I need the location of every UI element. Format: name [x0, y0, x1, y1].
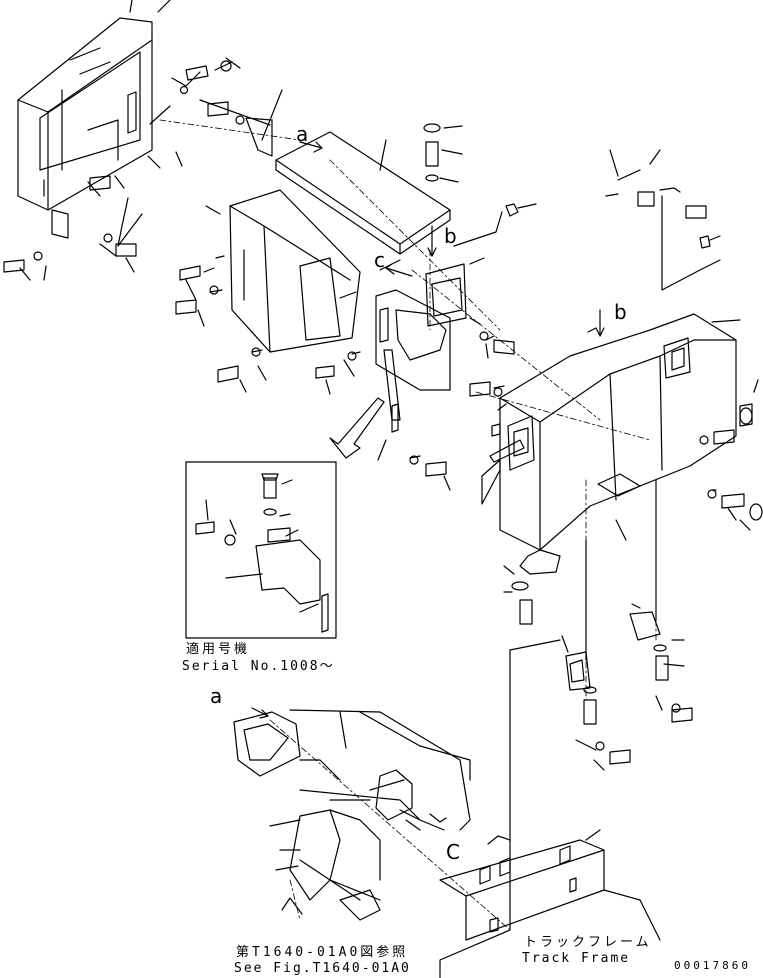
right-large-cover [499, 313, 741, 575]
inset-detail-box [185, 461, 337, 639]
ref-letter-b-upper: b [444, 224, 457, 248]
upper-left-leaders [19, 0, 271, 281]
bolts-upper-left [3, 60, 245, 273]
inset-serial-note: Serial No.1008～ [182, 659, 335, 674]
lower-right-brackets [503, 479, 693, 771]
upper-left-cover [17, 17, 153, 239]
ref-letter-b-right: b [614, 300, 627, 324]
ref-letter-c-upper: c [374, 248, 385, 272]
bracket-b [425, 257, 515, 359]
lower-frame-assembly [233, 709, 471, 921]
track-frame-label-en: Track Frame [522, 951, 631, 966]
bracket-c [375, 289, 451, 491]
direction-arrows [251, 141, 605, 719]
bolts-right [469, 149, 763, 531]
drawing-number: 00017860 [674, 959, 751, 972]
bolts-center-left [175, 265, 361, 395]
track-frame [439, 639, 661, 978]
ref-letter-a-upper: a [296, 122, 309, 146]
top-plate [245, 89, 451, 255]
center-lines [159, 119, 657, 931]
center-cover [205, 189, 401, 353]
bolts-top-center [423, 123, 537, 247]
see-figure-note-en: See Fig.T1640-01A0 [234, 961, 411, 976]
ref-letter-a-lower: a [210, 684, 223, 708]
inset-applicable-note: 適用号機 [186, 642, 251, 657]
see-figure-note-jp: 第T1640-01A0図参照 [236, 945, 409, 960]
track-frame-label-jp: トラックフレーム [524, 935, 652, 950]
ref-letter-c-lower: C [446, 840, 460, 864]
